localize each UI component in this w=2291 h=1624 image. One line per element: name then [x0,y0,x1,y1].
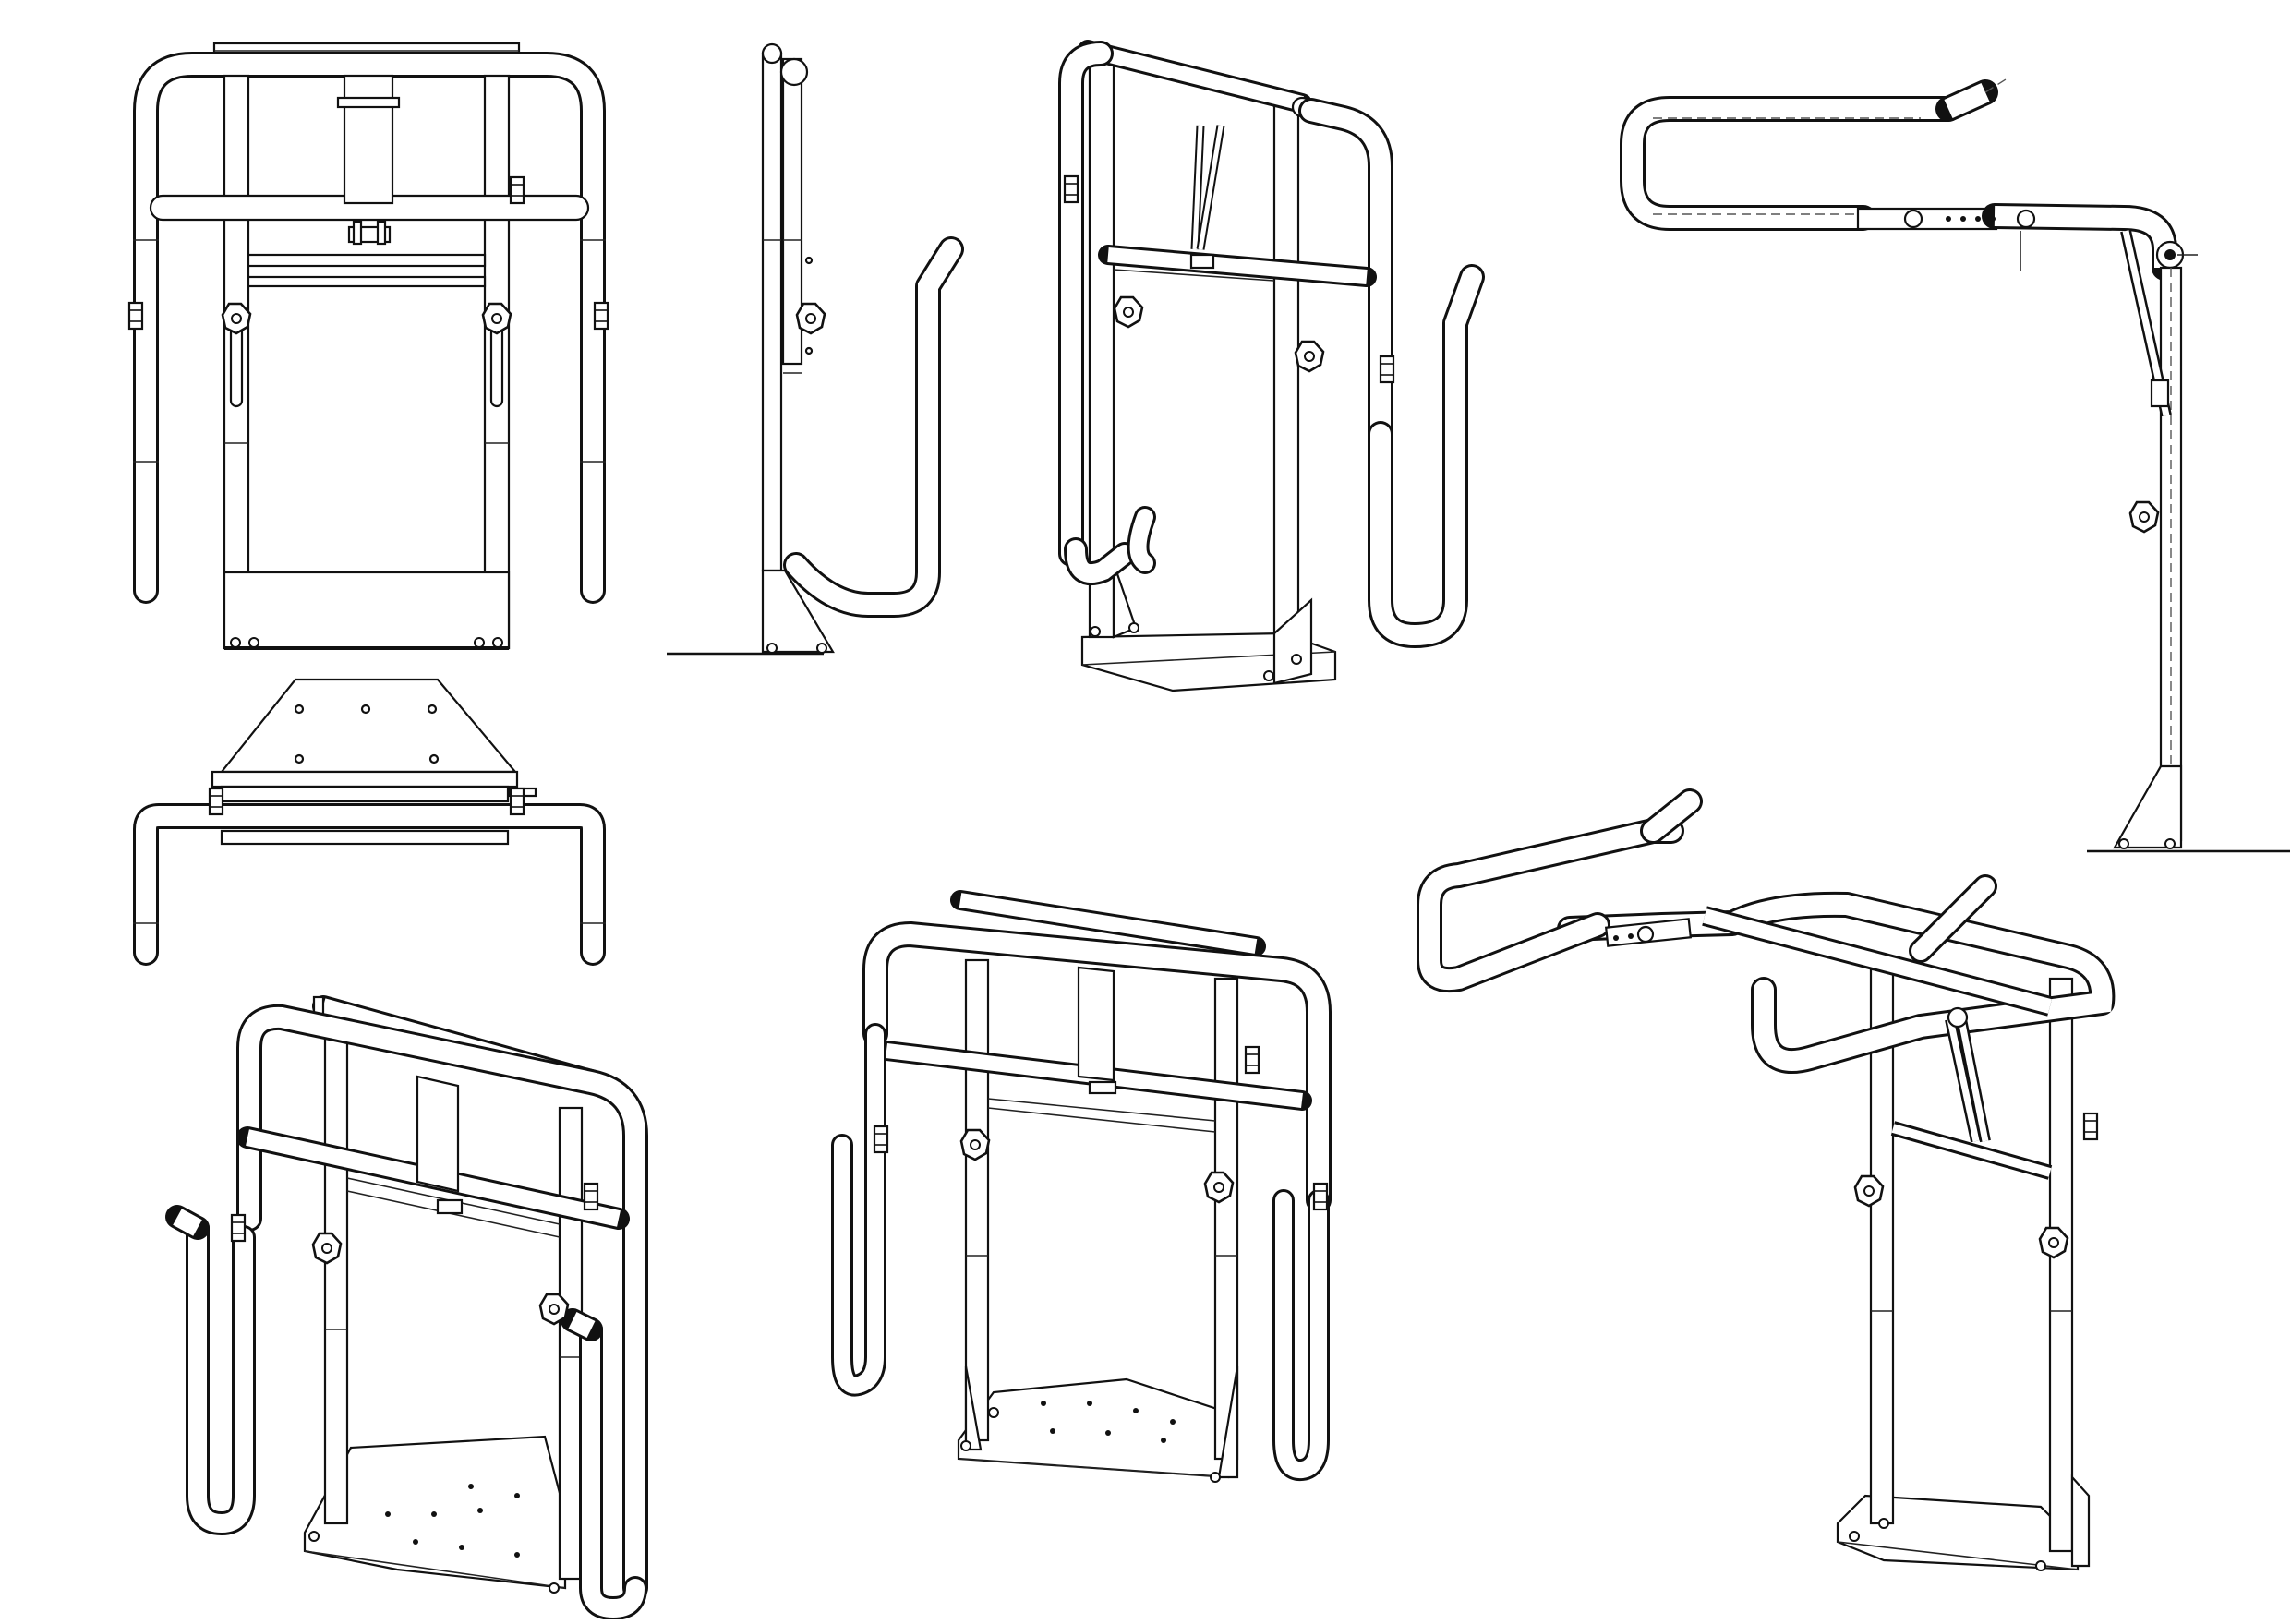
front-view [127,42,609,650]
iso-view-right [1058,40,1485,692]
top-view [133,678,606,966]
side-view [667,42,964,656]
iso-view-extended [1417,788,2116,1571]
extended-side-view [1620,78,2290,853]
iso-view-front [831,890,1332,1483]
iso-view-left [165,995,648,1620]
